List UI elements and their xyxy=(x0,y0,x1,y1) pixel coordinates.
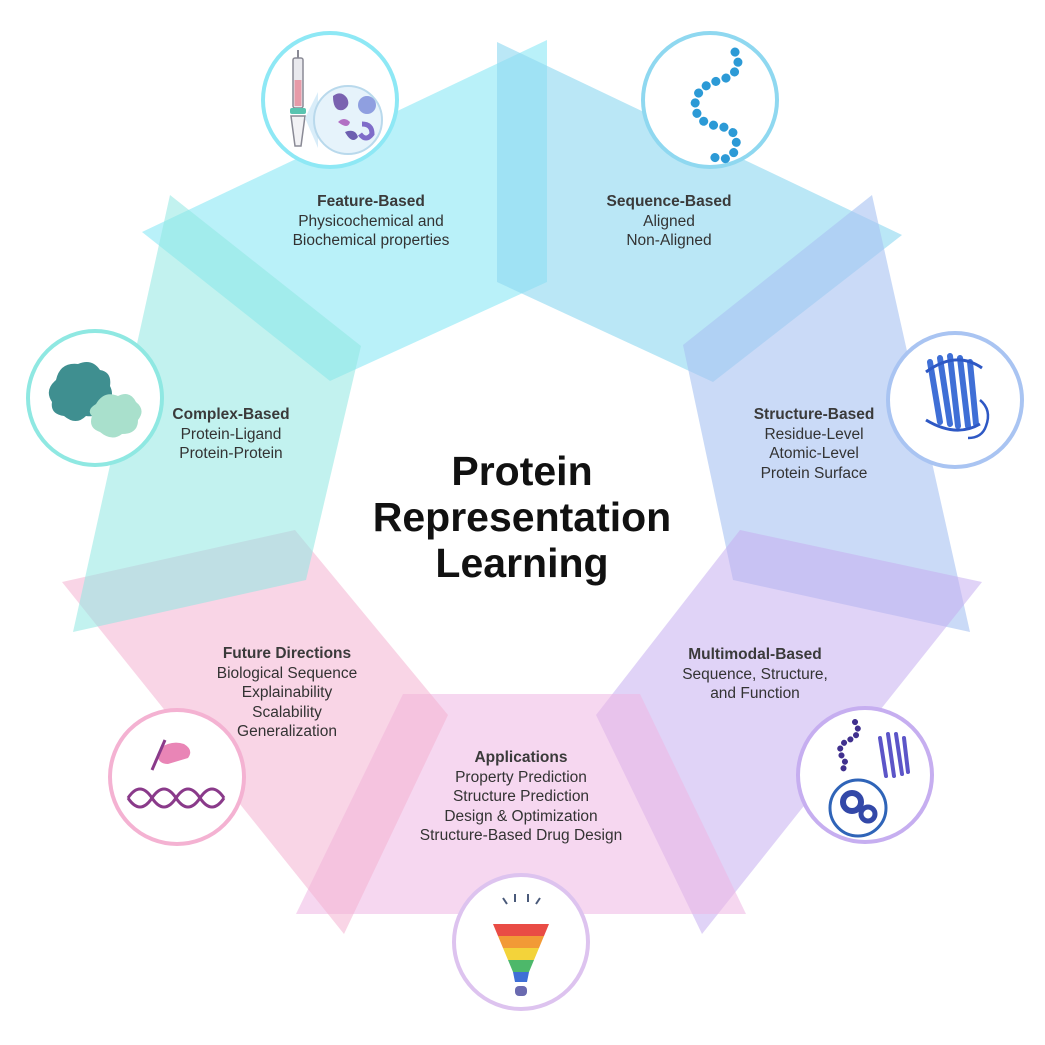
section-title: Future Directions xyxy=(222,645,352,662)
dna-writing-icon xyxy=(108,708,246,846)
center-title-line-1: Protein xyxy=(451,448,593,494)
section-title: Feature-Based xyxy=(317,193,425,210)
label-applications: Applications Property Prediction Structu… xyxy=(381,748,661,846)
section-title: Complex-Based xyxy=(172,406,290,423)
section-title: Structure-Based xyxy=(753,406,875,423)
center-title-line-3: Learning xyxy=(435,540,609,586)
section-line: Protein Surface xyxy=(760,464,868,482)
center-title: Protein Representation Learning xyxy=(322,448,722,586)
section-line: Property Prediction xyxy=(455,768,587,786)
ring-segments xyxy=(62,40,982,934)
beta-barrel-icon xyxy=(886,331,1024,469)
multimodal-protein-icon xyxy=(796,706,934,844)
section-line: Biological Sequence xyxy=(216,664,358,682)
section-title: Applications xyxy=(474,749,568,766)
section-line: and Function xyxy=(710,685,800,702)
drug-funnel-icon xyxy=(452,873,590,1011)
section-line: Generalization xyxy=(237,723,337,740)
section-line: Protein-Protein xyxy=(179,445,283,462)
section-line: Biochemical properties xyxy=(292,232,450,249)
segment-complex xyxy=(73,195,361,632)
amino-acid-chain-icon xyxy=(641,31,779,169)
section-line: Non-Aligned xyxy=(626,232,712,249)
section-line: Atomic-Level xyxy=(769,445,859,462)
center-title-line-2: Representation xyxy=(372,494,672,540)
section-line: Scalability xyxy=(252,703,322,721)
label-structure: Structure-Based Residue-Level Atomic-Lev… xyxy=(674,405,954,483)
label-multimodal: Multimodal-Based Sequence, Structure, an… xyxy=(615,645,895,704)
section-line: Residue-Level xyxy=(764,425,864,443)
section-line: Aligned xyxy=(643,212,695,230)
section-line: Physicochemical and xyxy=(298,212,444,230)
label-complex: Complex-Based Protein-Ligand Protein-Pro… xyxy=(91,405,371,464)
section-line: Explainability xyxy=(241,684,333,701)
section-line: Structure-Based Drug Design xyxy=(419,827,623,844)
section-title: Multimodal-Based xyxy=(688,646,822,663)
label-future: Future Directions Biological Sequence Ex… xyxy=(147,644,427,742)
icon-circles xyxy=(26,31,1024,1011)
section-line: Sequence, Structure, xyxy=(682,665,828,683)
section-line: Structure Prediction xyxy=(452,788,590,805)
segment-future xyxy=(62,530,448,934)
label-sequence: Sequence-Based Aligned Non-Aligned xyxy=(529,192,809,251)
protein-complex-icon xyxy=(26,329,164,467)
segment-structure xyxy=(683,195,970,632)
syringe-proteins-icon xyxy=(261,31,399,169)
section-line: Design & Optimization xyxy=(444,807,598,825)
section-line: Protein-Ligand xyxy=(180,425,282,443)
section-title: Sequence-Based xyxy=(606,193,732,210)
label-feature: Feature-Based Physicochemical and Bioche… xyxy=(231,192,511,251)
